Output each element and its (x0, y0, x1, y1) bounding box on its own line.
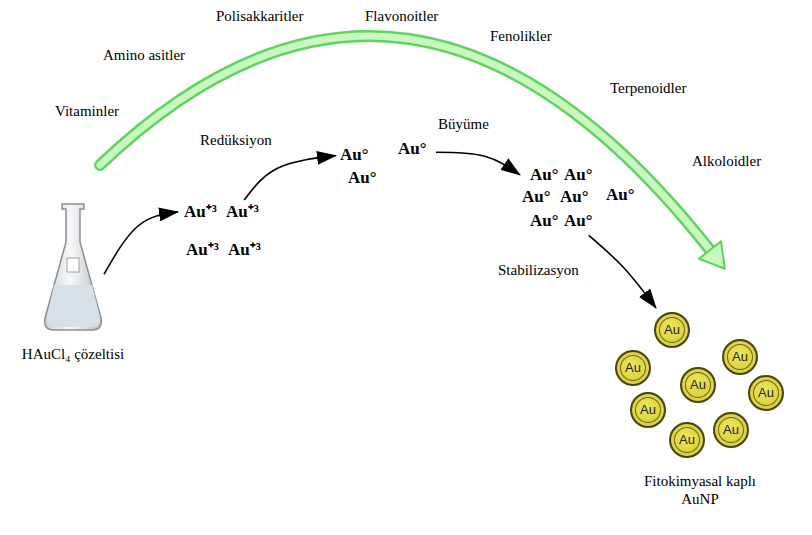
flask-glass (45, 204, 102, 330)
gold-nanoparticle: Au (748, 375, 784, 411)
atom-symbol: Au° (564, 211, 593, 231)
phytochemical-label: Polisakkaritler (216, 7, 303, 25)
phytochemical-label: Terpenoidler (610, 79, 686, 97)
particle-symbol: Au (640, 402, 656, 418)
particle-symbol: Au (690, 377, 706, 393)
step-label: Stabilizasyon (498, 261, 579, 279)
atom-symbol: Au° (340, 145, 369, 165)
atom-symbol: Au° (522, 187, 551, 207)
particle-symbol: Au (679, 432, 695, 448)
gold-nanoparticle: Au (615, 350, 651, 386)
phytochemical-label: Vitaminler (55, 102, 119, 120)
phytochemical-label: Fenolikler (490, 27, 552, 45)
atom-symbol: Au⁺³ (226, 202, 259, 222)
stage-group: Au° Au° Au° (336, 135, 436, 192)
phytochemical-label: Flavonoitler (365, 7, 438, 25)
atom-symbol: Au° (564, 165, 593, 185)
flask-liquid (47, 285, 100, 327)
phytochemical-arrow (100, 36, 725, 269)
stage-group: AuAuAuAuAuAuAuAuFitokimyasal kaplı AuNP (612, 308, 788, 462)
process-arrow (244, 156, 336, 200)
solution-label: HAuCl₄ çözeltisi (22, 345, 124, 363)
particle-symbol: Au (758, 385, 774, 401)
stage-group: Au⁺³ Au⁺³ Au⁺³ Au⁺³ (178, 200, 270, 266)
arc-fill (100, 36, 710, 250)
phytochemical-label: Alkoloidler (692, 152, 761, 170)
gold-nanoparticle: Au (630, 392, 666, 428)
gold-nanoparticle: Au (722, 339, 758, 375)
atom-symbol: Au° (530, 211, 559, 231)
gold-nanoparticle: Au (654, 312, 690, 348)
atom-symbol: Au° (560, 187, 589, 207)
stage-group: HAuCl₄ çözeltisi (42, 200, 104, 335)
stage-group: Au°Au°Au°Au°Au°Au°Au° (520, 165, 645, 235)
phytochemical-label: Amino asitler (103, 46, 185, 64)
arc-outline (100, 36, 710, 250)
particle-symbol: Au (723, 422, 739, 438)
particle-symbol: Au (732, 349, 748, 365)
atom-symbol: Au⁺³ (186, 240, 219, 260)
particle-symbol: Au (625, 360, 641, 376)
atom-symbol: Au° (348, 168, 377, 188)
particle-symbol: Au (664, 322, 680, 338)
flask-tag (67, 258, 79, 272)
step-label: Büyüme (438, 115, 489, 133)
flask-icon (45, 204, 102, 330)
gold-nanoparticle: Au (680, 367, 716, 403)
product-label: Fitokimyasal kaplı AuNP (630, 472, 770, 508)
arc-arrowhead (699, 241, 725, 268)
atom-symbol: Au° (530, 165, 559, 185)
process-arrow (104, 212, 178, 274)
gold-nanoparticle: Au (713, 412, 749, 448)
process-arrow (436, 152, 520, 175)
gold-nanoparticle: Au (669, 422, 705, 458)
atom-symbol: Au° (398, 139, 427, 159)
atom-symbol: Au⁺³ (228, 240, 261, 260)
atom-symbol: Au° (606, 185, 635, 205)
process-arrow (589, 235, 656, 308)
atom-symbol: Au⁺³ (184, 202, 217, 222)
step-label: Redüksiyon (200, 131, 272, 149)
